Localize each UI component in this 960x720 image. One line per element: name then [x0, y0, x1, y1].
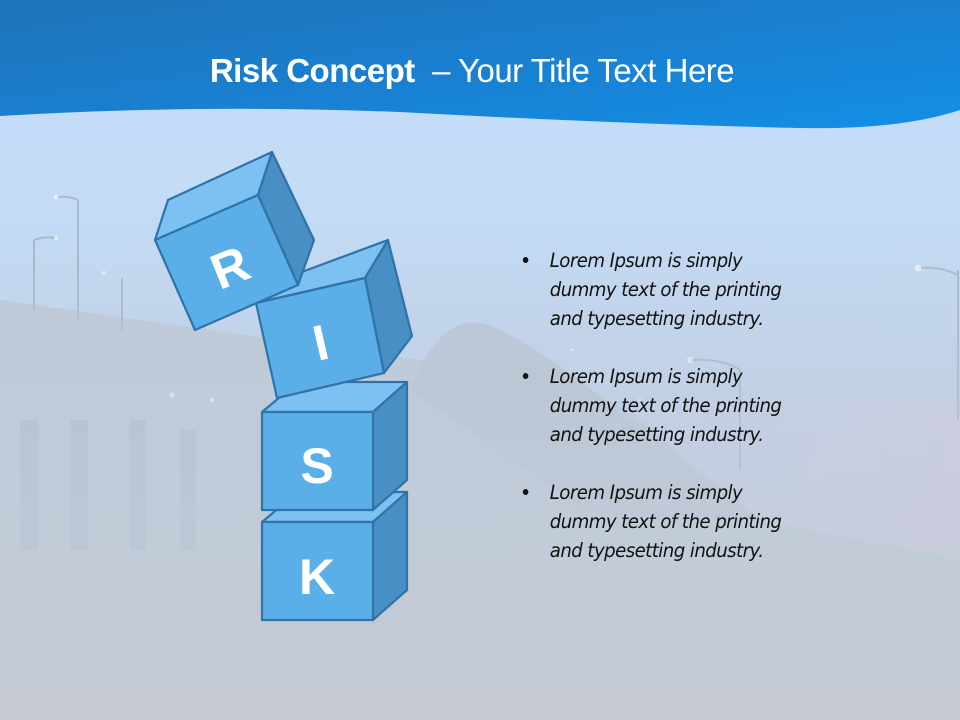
- block-letter-k: K: [299, 549, 335, 605]
- block-r: R: [153, 150, 316, 332]
- bullet-line: dummy text of the printing: [549, 510, 782, 533]
- header-banner: [0, 0, 960, 129]
- bullet-item: Lorem Ipsum is simply dummy text of the …: [520, 478, 866, 565]
- bullet-dot-icon: [522, 489, 529, 495]
- block-k: K: [260, 490, 409, 622]
- bullet-item: Lorem Ipsum is simply dummy text of the …: [520, 246, 866, 333]
- bullet-list: Lorem Ipsum is simply dummy text of the …: [520, 246, 850, 594]
- bullet-line: and typesetting industry.: [549, 539, 764, 562]
- bullet-line: Lorem Ipsum is simply: [549, 249, 743, 272]
- bullet-dot-icon: [522, 257, 529, 263]
- block-letter-s: S: [300, 438, 333, 494]
- title-subtitle-part: – Your Title Text Here: [432, 52, 735, 89]
- bullet-line: dummy text of the printing: [549, 278, 782, 301]
- bullet-line: and typesetting industry.: [549, 423, 764, 446]
- bullet-dot-icon: [522, 373, 529, 379]
- bullet-line: Lorem Ipsum is simply: [549, 481, 743, 504]
- bullet-line: dummy text of the printing: [549, 394, 782, 417]
- bullet-line: and typesetting industry.: [549, 307, 764, 330]
- title-bold-part: Risk Concept: [209, 52, 415, 89]
- bullet-item: Lorem Ipsum is simply dummy text of the …: [520, 362, 866, 449]
- slide-title: Risk Concept – Your Title Text Here: [0, 52, 944, 90]
- bullet-line: Lorem Ipsum is simply: [549, 365, 743, 388]
- block-s: S: [260, 380, 409, 512]
